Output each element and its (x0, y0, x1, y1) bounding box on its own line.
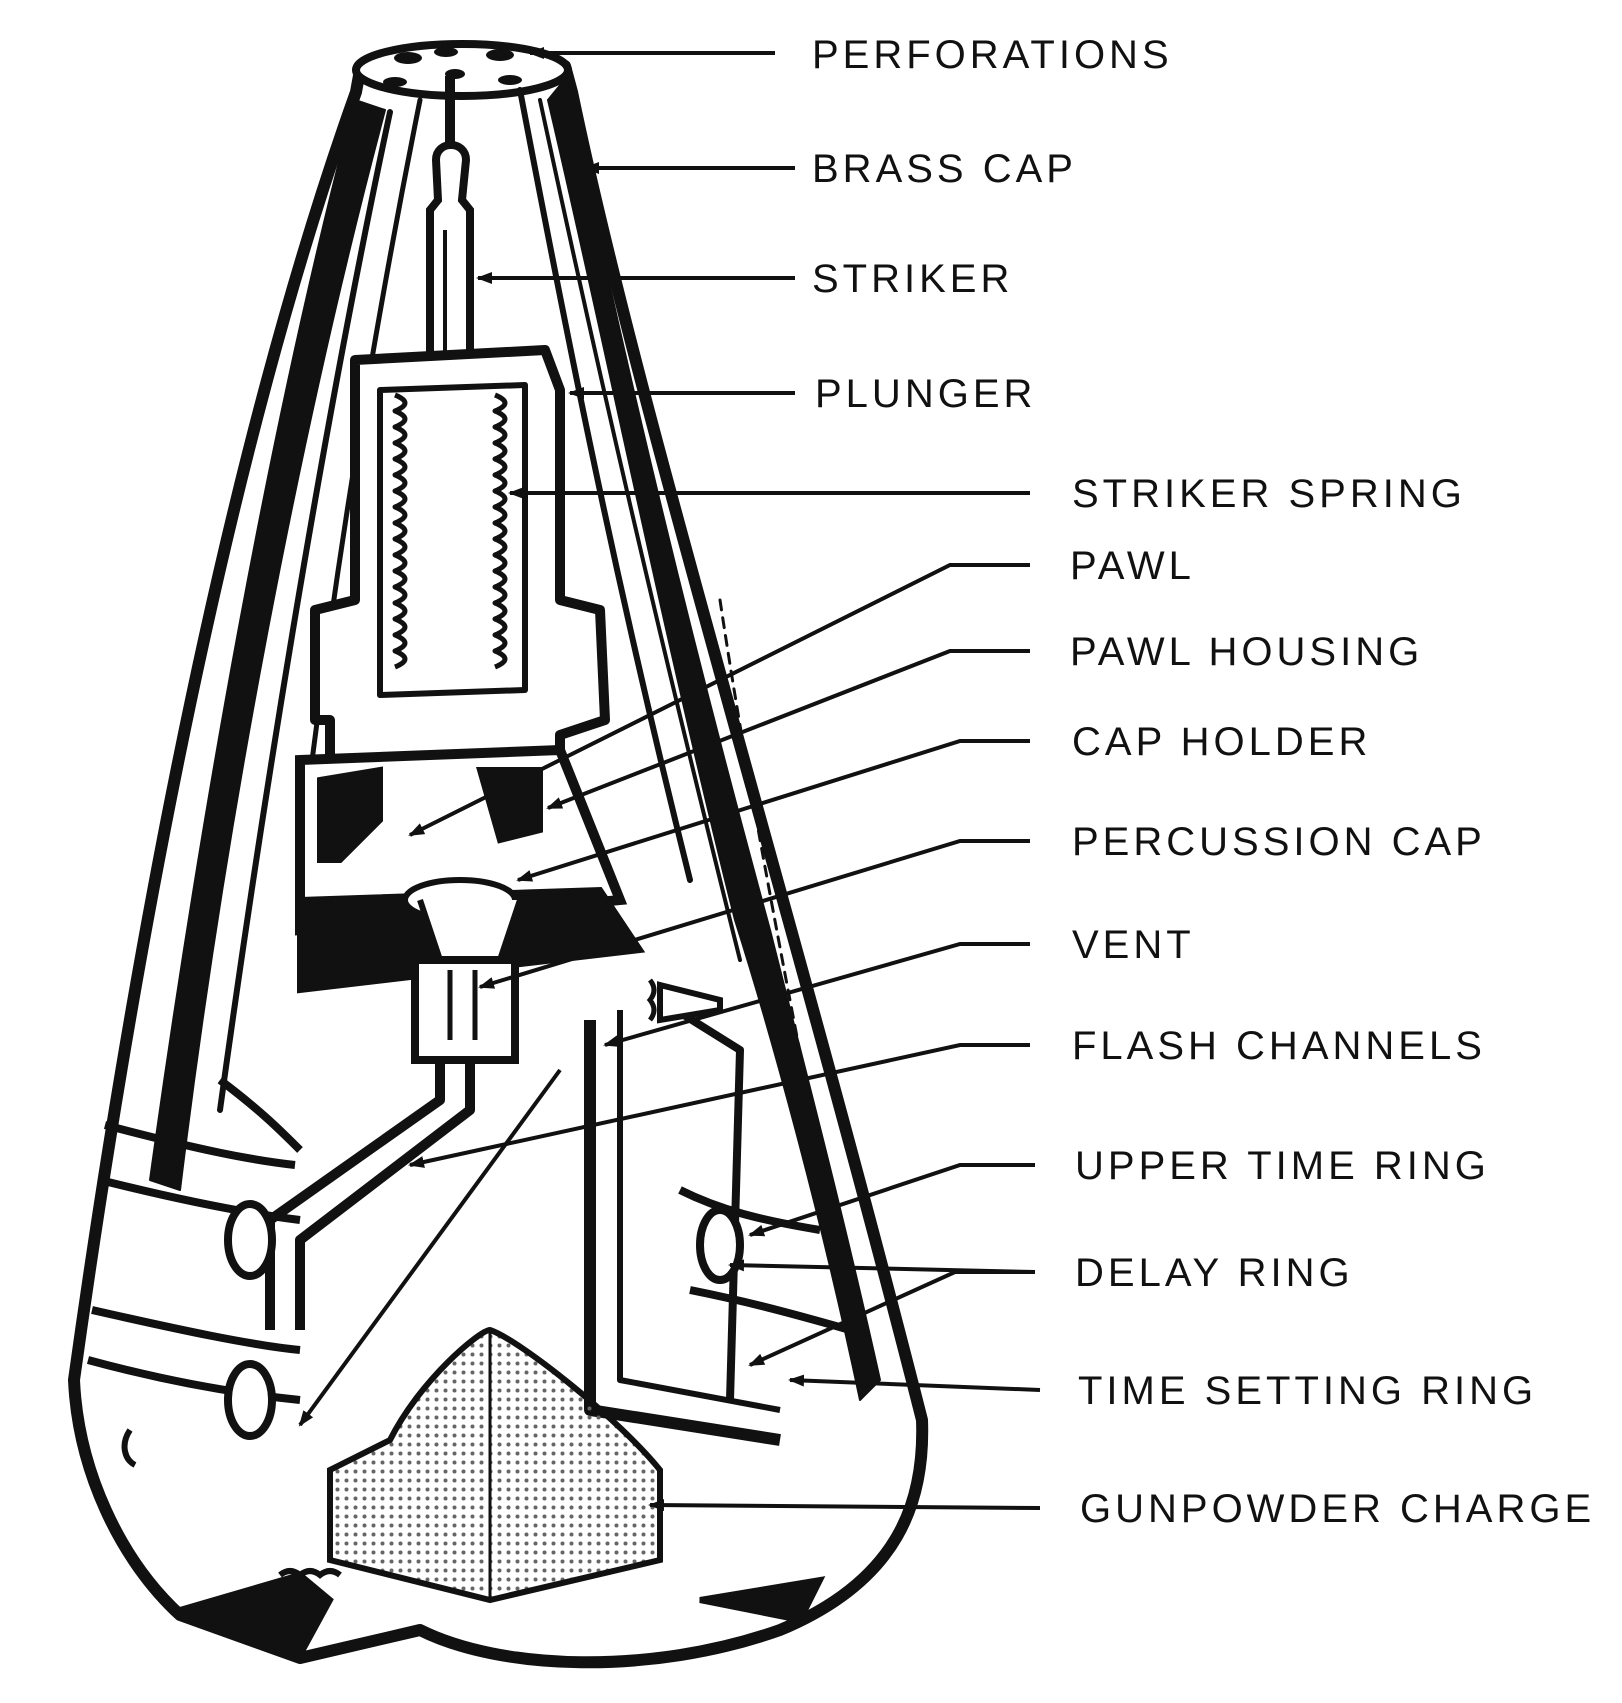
label-gunpowder-charge: GUNPOWDER CHARGE (1080, 1487, 1595, 1531)
leader-flash-channels (408, 1043, 1030, 1168)
leader-flash-channels-lower (298, 1068, 562, 1427)
plunger-housing (310, 345, 610, 775)
label-vent: VENT (1072, 923, 1195, 967)
leader-cap-holder (516, 739, 1030, 882)
pawl-housing-assembly (295, 744, 646, 1064)
leader-percussion-cap (478, 839, 1030, 989)
label-perforations: PERFORATIONS (812, 33, 1173, 77)
leader-delay-ring-lower (748, 1270, 1035, 1367)
leader-pawl (408, 563, 1030, 837)
leader-time-setting-ring (788, 1374, 1041, 1392)
leader-upper-time-ring (748, 1163, 1035, 1237)
brass-cap-rim (547, 77, 881, 1401)
label-striker-spring: STRIKER SPRING (1072, 472, 1466, 516)
label-percussion-cap: PERCUSSION CAP (1072, 820, 1486, 864)
label-time-setting-ring: TIME SETTING RING (1078, 1369, 1537, 1413)
time-rings (86, 1121, 852, 1468)
label-pawl-housing: PAWL HOUSING (1070, 630, 1423, 674)
leader-lines (298, 47, 1041, 1512)
label-flash-channels: FLASH CHANNELS (1072, 1024, 1486, 1068)
label-cap-holder: CAP HOLDER (1072, 720, 1371, 764)
label-pawl: PAWL (1070, 544, 1195, 588)
label-striker: STRIKER (812, 257, 1013, 301)
striker-spring-coils (392, 392, 508, 670)
label-upper-time-ring: UPPER TIME RING (1075, 1144, 1490, 1188)
leader-pawl-housing (546, 649, 1030, 810)
perforation-holes (383, 47, 522, 87)
label-delay-ring: DELAY RING (1075, 1251, 1354, 1295)
label-brass-cap: BRASS CAP (812, 147, 1077, 191)
labels: PERFORATIONS BRASS CAP STRIKER PLUNGER S… (812, 33, 1595, 1531)
gunpowder-charge-fill (327, 1326, 663, 1604)
left-shell-wall (149, 99, 386, 1191)
leader-gunpowder-charge (648, 1499, 1041, 1512)
base-detail (170, 978, 826, 1659)
label-plunger: PLUNGER (815, 372, 1036, 416)
leader-vent (603, 942, 1030, 1047)
